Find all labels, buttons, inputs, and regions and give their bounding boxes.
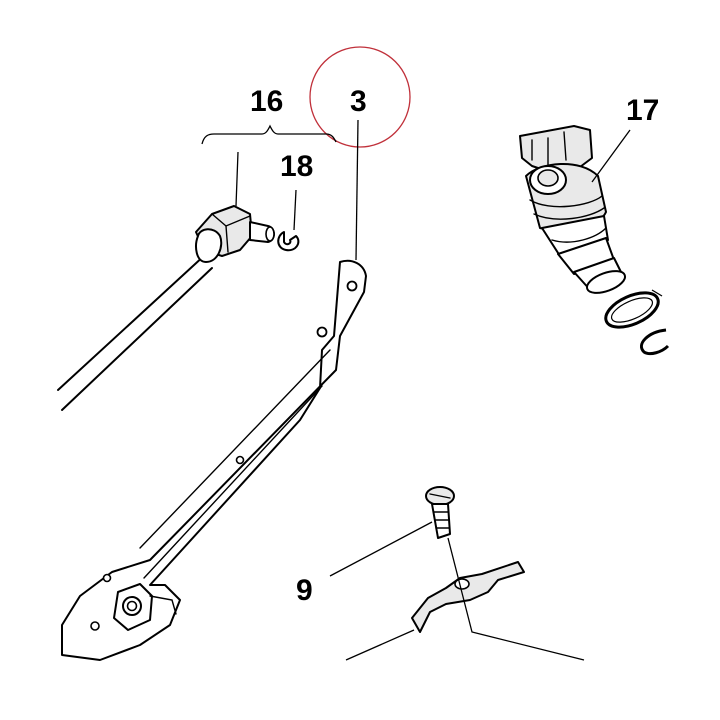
o-ring-large [604,291,660,329]
callout-9: 9 [296,574,313,607]
o-ring-small [640,328,670,356]
callout-17: 17 [626,94,659,127]
leader-lines [201,119,663,661]
screw-part-9 [425,486,455,539]
fuel-line-part-16 [57,205,275,411]
clip-part-18 [277,231,300,252]
callout-3: 3 [350,85,367,118]
retainer-bracket [411,561,525,633]
highlight-circle [309,46,411,148]
injector-part-17 [519,125,627,294]
callout-16: 16 [250,85,283,118]
callout-18: 18 [280,150,313,183]
fuel-rail-part-3 [61,259,367,661]
